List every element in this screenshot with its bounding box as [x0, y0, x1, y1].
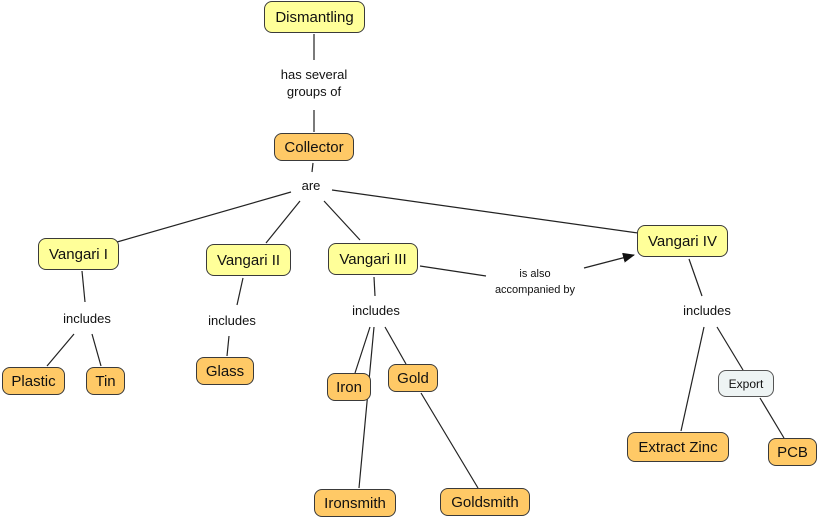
- concept-label: Goldsmith: [451, 493, 519, 511]
- concept-vangari-3[interactable]: Vangari III: [328, 243, 418, 275]
- concept-gold[interactable]: Gold: [388, 364, 438, 392]
- edge-includes-ironsmith: [358, 326, 375, 489]
- concept-plastic[interactable]: Plastic: [2, 367, 65, 395]
- link-label: are: [301, 178, 321, 193]
- concept-label: Vangari III: [339, 250, 407, 268]
- edge-collector-are: [311, 162, 314, 173]
- concept-collector[interactable]: Collector: [274, 133, 354, 161]
- concept-pcb[interactable]: PCB: [768, 438, 817, 466]
- link-label-line: accompanied by: [494, 284, 576, 296]
- edge-includes-export: [716, 326, 744, 371]
- link-label: includes: [63, 311, 111, 326]
- concept-goldsmith[interactable]: Goldsmith: [440, 488, 530, 516]
- edge-are-vangari2: [265, 200, 301, 244]
- concept-label: Collector: [284, 138, 344, 156]
- concept-label: Export: [728, 376, 764, 391]
- concept-label: Plastic: [11, 372, 56, 390]
- edge-vangari4-includes: [688, 258, 703, 297]
- link-includes-vangari-1: includes: [57, 310, 117, 327]
- concept-export[interactable]: Export: [718, 370, 774, 397]
- concept-extract-zinc[interactable]: Extract Zinc: [627, 432, 729, 462]
- concept-label: Ironsmith: [324, 494, 386, 512]
- concept-label: Vangari IV: [648, 232, 717, 250]
- link-includes-vangari-4: includes: [677, 302, 737, 319]
- link-are: are: [296, 177, 326, 194]
- link-label: includes: [683, 303, 731, 318]
- concept-iron[interactable]: Iron: [327, 373, 371, 401]
- concept-label: Glass: [205, 362, 245, 380]
- concept-label: Extract Zinc: [638, 438, 718, 456]
- edge-export-pcb: [759, 397, 785, 439]
- edge-accompanied-vangari4: [583, 252, 635, 269]
- edge-includes-plastic: [46, 333, 75, 367]
- concept-label: Gold: [397, 369, 429, 387]
- edge-are-vangari1: [116, 191, 292, 243]
- concept-ironsmith[interactable]: Ironsmith: [314, 489, 396, 517]
- concept-glass[interactable]: Glass: [196, 357, 254, 385]
- concept-tin[interactable]: Tin: [86, 367, 125, 395]
- edge-vangari1-includes: [81, 270, 86, 303]
- link-is-also-accompanied-by: is also accompanied by: [487, 266, 583, 298]
- link-label-line: groups of: [286, 84, 342, 99]
- edge-includes-gold: [384, 326, 407, 365]
- link-label: includes: [208, 313, 256, 328]
- concept-vangari-2[interactable]: Vangari II: [206, 244, 291, 276]
- edge-includes-extract-zinc: [680, 326, 705, 432]
- concept-label: PCB: [777, 443, 808, 461]
- edge-vangari3-includes: [373, 276, 376, 297]
- concept-label: Tin: [95, 372, 116, 390]
- concept-label: Dismantling: [275, 8, 354, 26]
- link-includes-vangari-3: includes: [346, 302, 406, 319]
- concept-vangari-1[interactable]: Vangari I: [38, 238, 119, 270]
- concept-label: Iron: [336, 378, 362, 396]
- concept-dismantling[interactable]: Dismantling: [264, 1, 365, 33]
- link-label: includes: [352, 303, 400, 318]
- edge-includes-iron: [354, 326, 371, 374]
- edge-includes-tin: [91, 333, 102, 367]
- link-has-several-groups-of: has several groups of: [270, 66, 358, 100]
- link-includes-vangari-2: includes: [202, 312, 262, 329]
- concept-label: Vangari I: [49, 245, 108, 263]
- edge-includes-glass: [226, 335, 230, 357]
- edge-gold-goldsmith: [420, 392, 479, 489]
- concept-vangari-4[interactable]: Vangari IV: [637, 225, 728, 257]
- edge-vangari2-includes: [236, 277, 244, 306]
- edge-are-vangari3: [323, 200, 361, 241]
- link-label-line: is also: [519, 268, 551, 280]
- concept-label: Vangari II: [216, 251, 281, 269]
- link-label-line: has several: [280, 67, 348, 82]
- edge-are-vangari4: [331, 189, 639, 234]
- edge-vangari3-accompanied: [419, 265, 487, 277]
